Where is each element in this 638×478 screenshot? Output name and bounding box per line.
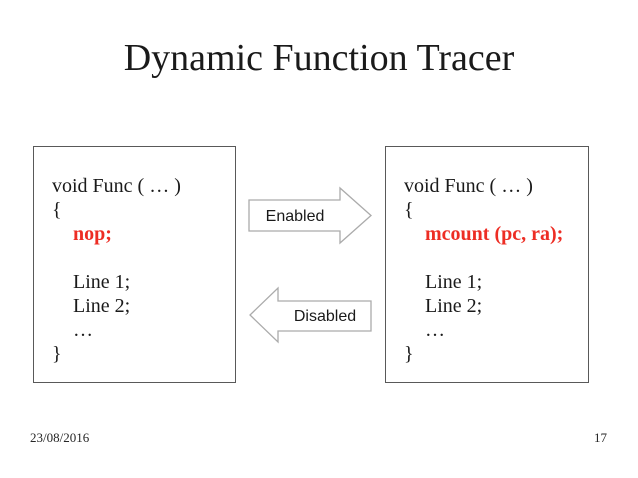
code-line: Line 1; (73, 271, 131, 293)
code-line: void Func ( … ) (404, 175, 533, 197)
enabled-arrow-right-icon: Enabled (248, 186, 372, 245)
disabled-arrow-label: Disabled (294, 308, 356, 325)
code-line: } (52, 343, 62, 365)
code-line: Line 2; (73, 295, 131, 317)
footer-date: 23/08/2016 (30, 430, 90, 445)
code-box-nop: void Func ( … ) { nop; Line 1; Line 2; …… (33, 146, 236, 383)
disabled-arrow-left-icon: Disabled (249, 286, 372, 344)
enabled-arrow-label: Enabled (266, 208, 325, 225)
code-line: Line 1; (425, 271, 483, 293)
code-line: { (52, 199, 62, 221)
arrow-right-shape (248, 186, 372, 245)
code-line-blank (404, 246, 580, 270)
slide-title: Dynamic Function Tracer (123, 37, 515, 79)
code-line: void Func ( … ) (52, 175, 181, 197)
code-box-mcount: void Func ( … ) { mcount (pc, ra); Line … (385, 146, 589, 383)
code-line: { (404, 199, 414, 221)
code-line: Line 2; (425, 295, 483, 317)
code-line: … (73, 319, 93, 341)
code-line-nop: nop; (73, 223, 112, 245)
code-line-blank (52, 246, 227, 270)
code-line: … (425, 319, 445, 341)
footer-page-number: 17 (594, 430, 607, 445)
code-line-mcount: mcount (pc, ra); (425, 223, 564, 245)
code-line: } (404, 343, 414, 365)
arrow-left-shape (249, 286, 372, 344)
